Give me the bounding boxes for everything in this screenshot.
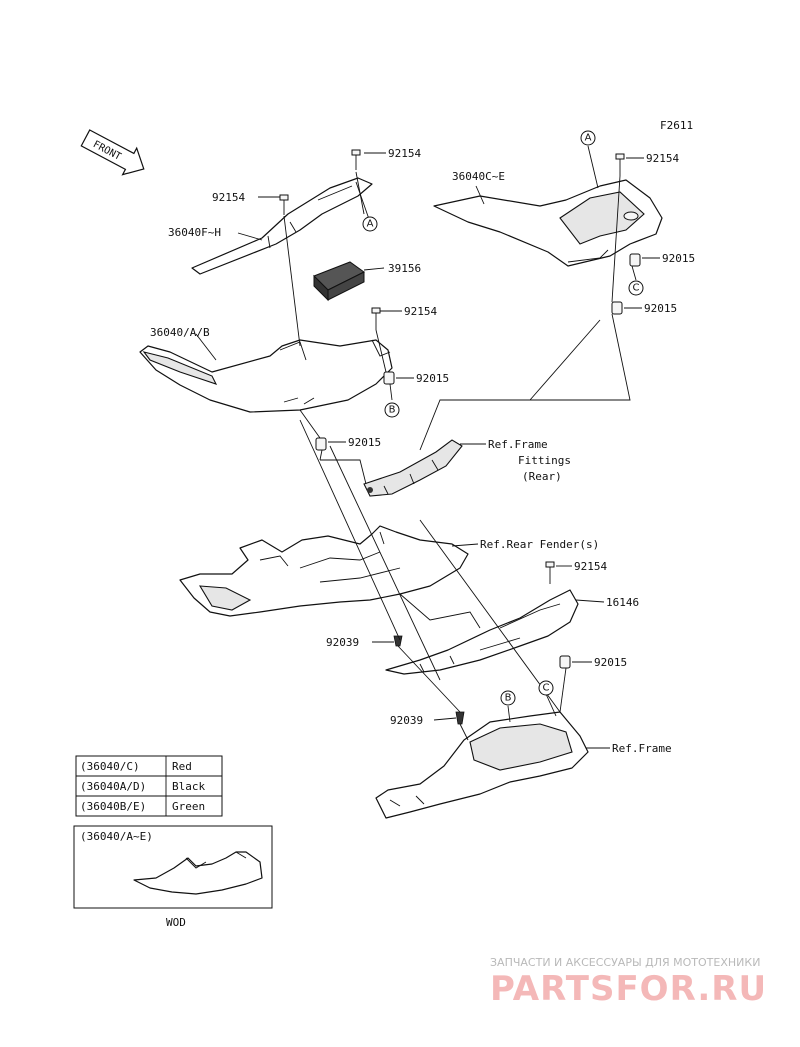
tail-piece — [375, 711, 589, 819]
grommet-92015-a — [383, 371, 395, 385]
screw-92154-c — [371, 307, 381, 330]
label-92015-b: 92015 — [348, 436, 381, 449]
pad-39156 — [313, 261, 365, 302]
svg-text:B: B — [389, 405, 396, 416]
marker-c1: C — [628, 280, 644, 296]
inset-box: (36040/A~E) WOD — [73, 825, 273, 929]
table-color-1: Red — [172, 760, 192, 773]
watermark-tagline: ЗАПЧАСТИ И АКСЕССУАРЫ ДЛЯ МОТОТЕХНИКИ — [490, 956, 760, 969]
label-92154-a: 92154 — [388, 147, 421, 160]
grommet-92015-c — [629, 253, 641, 267]
part-16146 — [385, 589, 579, 675]
rear-fender — [179, 525, 469, 617]
table-code-1: (36040/C) — [80, 760, 140, 773]
color-table: (36040/C) Red (36040A/D) Black (36040B/E… — [75, 755, 223, 817]
watermark-logo: PARTSFOR.RU — [490, 969, 767, 1009]
screw-92154-e — [545, 561, 555, 584]
table-code-3: (36040B/E) — [80, 800, 146, 813]
screw-92154-a — [351, 149, 361, 170]
marker-b1: B — [384, 402, 400, 418]
grommet-92015-e — [559, 655, 571, 669]
label-16146: 16146 — [606, 596, 639, 609]
label-92154-b: 92154 — [212, 191, 245, 204]
svg-text:B: B — [505, 693, 512, 704]
leader-lines — [195, 145, 660, 749]
watermark: ЗАПЧАСТИ И АКСЕССУАРЫ ДЛЯ МОТОТЕХНИКИ PA… — [490, 956, 767, 1009]
table-code-2: (36040A/D) — [80, 780, 146, 793]
label-92039-a: 92039 — [326, 636, 359, 649]
screw-92154-d — [615, 153, 625, 176]
grommet-92015-d — [611, 301, 623, 315]
ref-frame: Ref.Frame — [612, 742, 672, 755]
ref-frame-fittings-line1: Ref.Frame — [488, 438, 548, 451]
table-color-3: Green — [172, 800, 205, 813]
label-36040-A-B: 36040/A/B — [150, 326, 210, 339]
marker-a1: A — [362, 216, 378, 232]
part-labels: 92154 92154 36040F~H 39156 36040/A/B 921… — [150, 147, 695, 727]
frame-fittings-rear — [363, 439, 463, 497]
inset-title: (36040/A~E) — [80, 830, 153, 843]
label-39156: 39156 — [388, 262, 421, 275]
grommet-92015-b — [315, 437, 327, 451]
label-92154-c: 92154 — [404, 305, 437, 318]
label-92015-a: 92015 — [416, 372, 449, 385]
svg-text:C: C — [633, 283, 640, 294]
figure-code: F2611 — [660, 119, 693, 132]
label-36040C-E: 36040C~E — [452, 170, 505, 183]
ref-frame-fittings-line3: (Rear) — [522, 470, 562, 483]
side-cover-36040C-E — [433, 179, 663, 267]
marker-b2: B — [500, 690, 516, 706]
label-92015-e: 92015 — [594, 656, 627, 669]
label-92154-d: 92154 — [646, 152, 679, 165]
label-92015-d: 92015 — [644, 302, 677, 315]
marker-c2: C — [538, 680, 554, 696]
label-92154-e: 92154 — [574, 560, 607, 573]
svg-text:A: A — [367, 219, 374, 230]
svg-text:A: A — [585, 133, 592, 144]
clip-92039-a — [393, 635, 403, 647]
ref-frame-fittings-line2: Fittings — [518, 454, 571, 467]
inset-caption: WOD — [166, 916, 186, 929]
front-arrow-icon: FRONT — [80, 129, 145, 176]
label-92015-c: 92015 — [662, 252, 695, 265]
reference-labels: Ref.Frame Fittings (Rear) Ref.Rear Fende… — [480, 438, 672, 755]
ref-rear-fender: Ref.Rear Fender(s) — [480, 538, 599, 551]
svg-text:C: C — [543, 683, 550, 694]
part-36040F-H — [191, 177, 373, 275]
label-36040F-H: 36040F~H — [168, 226, 221, 239]
clip-92039-b — [455, 711, 465, 725]
label-92039-b: 92039 — [390, 714, 423, 727]
side-cover-36040-A-B — [139, 339, 393, 413]
table-color-2: Black — [172, 780, 205, 793]
marker-a2: A — [580, 130, 596, 146]
screw-92154-b — [279, 194, 289, 215]
